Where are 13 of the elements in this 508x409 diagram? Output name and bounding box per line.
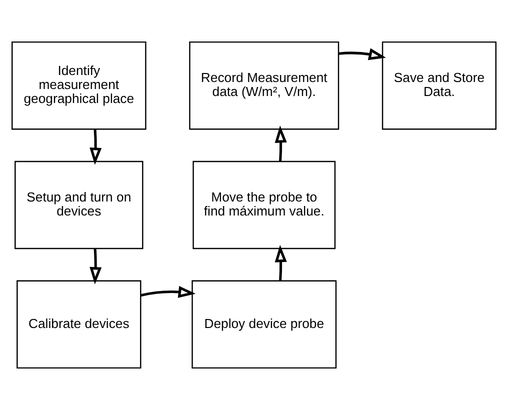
arrow — [140, 285, 196, 298]
node-box: Deploy device probe — [192, 280, 337, 368]
node-box: Record Measurement data (W/m², V/m). — [189, 40, 340, 130]
node-box: Save and Store Data. — [382, 40, 496, 130]
node-box: Calibrate devices — [16, 280, 142, 368]
arrow — [274, 124, 287, 161]
node-box: Setup and turn on devices — [14, 160, 144, 249]
arrow — [338, 48, 386, 60]
arrow — [90, 248, 102, 284]
node-box: Identify measurement geographical place — [12, 40, 146, 130]
arrow — [90, 128, 102, 164]
arrow — [274, 244, 287, 280]
node-box: Move the probe to find máximum value. — [192, 160, 336, 249]
